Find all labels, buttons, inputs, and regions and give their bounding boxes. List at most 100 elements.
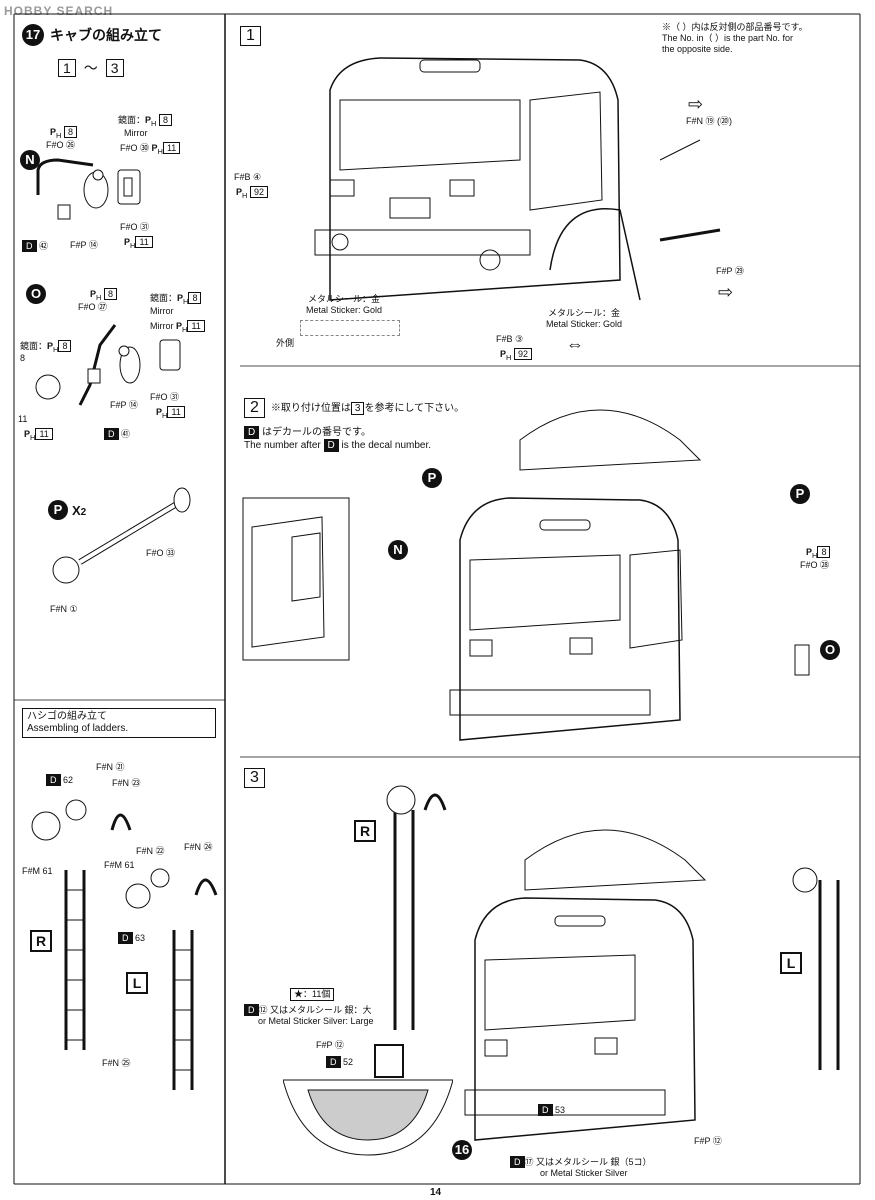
marker-P: P: [48, 500, 68, 520]
label-lad-d63: D 63: [118, 932, 145, 944]
label-lad-fn23: F#N ㉓: [112, 778, 141, 788]
mirror-assembly-N-diagram: [36, 158, 141, 220]
step-2-box: 2: [244, 398, 265, 418]
note-opposite-side: ※（ ）内は反対側の部品番号です。 The No. in（ ）is the pa…: [662, 22, 808, 54]
cab-diagram-step1: [314, 57, 721, 301]
decal-note: D はデカールの番号です。 The number after D is the …: [244, 426, 432, 452]
label-lad-fn21: F#N ㉑: [96, 762, 125, 772]
label-lad-fn24: F#N ㉔: [184, 842, 213, 852]
label-N-fo26: F#O ㉖: [46, 140, 76, 150]
label-s1-fp29: F#P ㉙: [716, 266, 744, 276]
label-lad-fm61-a: F#M 61: [22, 866, 53, 876]
marker-O: O: [26, 284, 46, 304]
label-O-p8: PH 8: [90, 288, 117, 303]
range-from-box: 1: [58, 59, 76, 77]
marker-step2-N: N: [388, 540, 408, 560]
label-s1-p92b: PH 92: [500, 348, 532, 363]
ladders-title-box: ハシゴの組み立て Assembling of ladders.: [22, 708, 216, 738]
label-N-fp14: F#P ⑭: [70, 240, 98, 250]
label-N-mirror-jp: 鏡面：PH 8: [118, 114, 172, 129]
label-s3-silver5-en: or Metal Sticker Silver: [540, 1168, 628, 1178]
marker-step2-O: O: [820, 640, 840, 660]
label-O-fo27: F#O ㉗: [78, 302, 108, 312]
step3-R-marker: R: [354, 820, 376, 842]
sticker-part-52: [374, 1044, 404, 1078]
step-1-box: 1: [240, 26, 261, 46]
marker-N: N: [20, 150, 40, 170]
label-O-fo31: F#O ㉛: [150, 392, 180, 402]
label-s3-silver-large-en: or Metal Sticker Silver: Large: [258, 1016, 374, 1026]
label-s3-fp12a: F#P ⑫: [316, 1040, 344, 1050]
sunvisor-star-part: [283, 1079, 453, 1156]
label-s1-fn19: F#N ⑲ (⑳): [686, 116, 732, 126]
label-N-d42: D ㊷: [22, 240, 48, 252]
cab-inset-step2: [242, 497, 350, 661]
marker-16: 16: [452, 1140, 472, 1160]
ladders-diagram: [31, 799, 218, 1090]
label-O-mirror-en-a: Mirror: [150, 306, 174, 316]
marker-step2-P-left: P: [422, 468, 442, 488]
label-s1-outside: 外側: [276, 338, 295, 348]
arrow-double-icon: ⇔: [566, 334, 584, 354]
label-s1-fb3: F#B ③: [496, 334, 524, 344]
quantity-x2: X2: [72, 502, 87, 518]
arrow-right-icon-2: ⇨: [718, 282, 734, 302]
label-O-fp14: F#P ⑭: [110, 400, 138, 410]
mirror-assembly-O-diagram: [35, 324, 181, 406]
label-s2-fo28: F#O ㉘: [800, 560, 830, 570]
label-lad-fn22: F#N ㉒: [136, 846, 165, 856]
step-3-box: 3: [244, 768, 265, 788]
marker-step2-P-right: P: [790, 484, 810, 504]
label-O-mirror-en-b: 8: [20, 353, 26, 363]
label-N-fo31: F#O ㉛: [120, 222, 150, 232]
page-number: 14: [430, 1187, 442, 1198]
label-N-mirror-en: Mirror: [124, 128, 148, 138]
step-number-badge: 17: [22, 24, 44, 46]
label-s1-fb4: F#B ④: [234, 172, 262, 182]
label-O-d41: D ㊶: [104, 428, 130, 440]
p-assembly-diagram: [52, 487, 191, 584]
cab-diagram-step3: [386, 785, 840, 1141]
range-separator: 〜: [83, 60, 98, 76]
label-O-fo29: 11: [18, 414, 28, 424]
marker-P-group: P X2: [48, 500, 86, 520]
label-s3-d53: D 53: [538, 1104, 565, 1116]
step-range: 1 〜 3: [58, 58, 124, 78]
star-count-label: ★：11個: [290, 988, 335, 1001]
label-s1-p92a: PH 92: [236, 186, 268, 201]
range-to-box: 3: [105, 59, 124, 77]
label-P-fn1: F#N ①: [50, 604, 78, 614]
step3-L-marker: L: [780, 952, 802, 974]
sticker-placement-box: [300, 320, 400, 336]
ladder-L-marker: L: [126, 972, 148, 994]
label-s3-d52: D 52: [326, 1056, 353, 1068]
step-17-header: 17 キャブの組み立て: [22, 24, 162, 46]
ladders-title-jp: ハシゴの組み立て: [27, 711, 107, 722]
label-P-fo33: F#O ㉝: [146, 548, 176, 558]
label-lad-fm61-b: F#M 61: [104, 860, 135, 870]
label-lad-fn25: F#N ㉕: [102, 1058, 131, 1068]
label-N-p8: PH 8: [50, 126, 77, 141]
ladders-title-en: Assembling of ladders.: [27, 723, 129, 734]
label-s3-fp12b: F#P ⑫: [694, 1136, 722, 1146]
ladder-R-marker: R: [30, 930, 52, 952]
step-title: キャブの組み立て: [50, 27, 162, 43]
cab-diagram-step2: [449, 409, 810, 741]
label-lad-d62: D 62: [46, 774, 73, 786]
arrow-right-icon: ⇨: [688, 94, 704, 114]
